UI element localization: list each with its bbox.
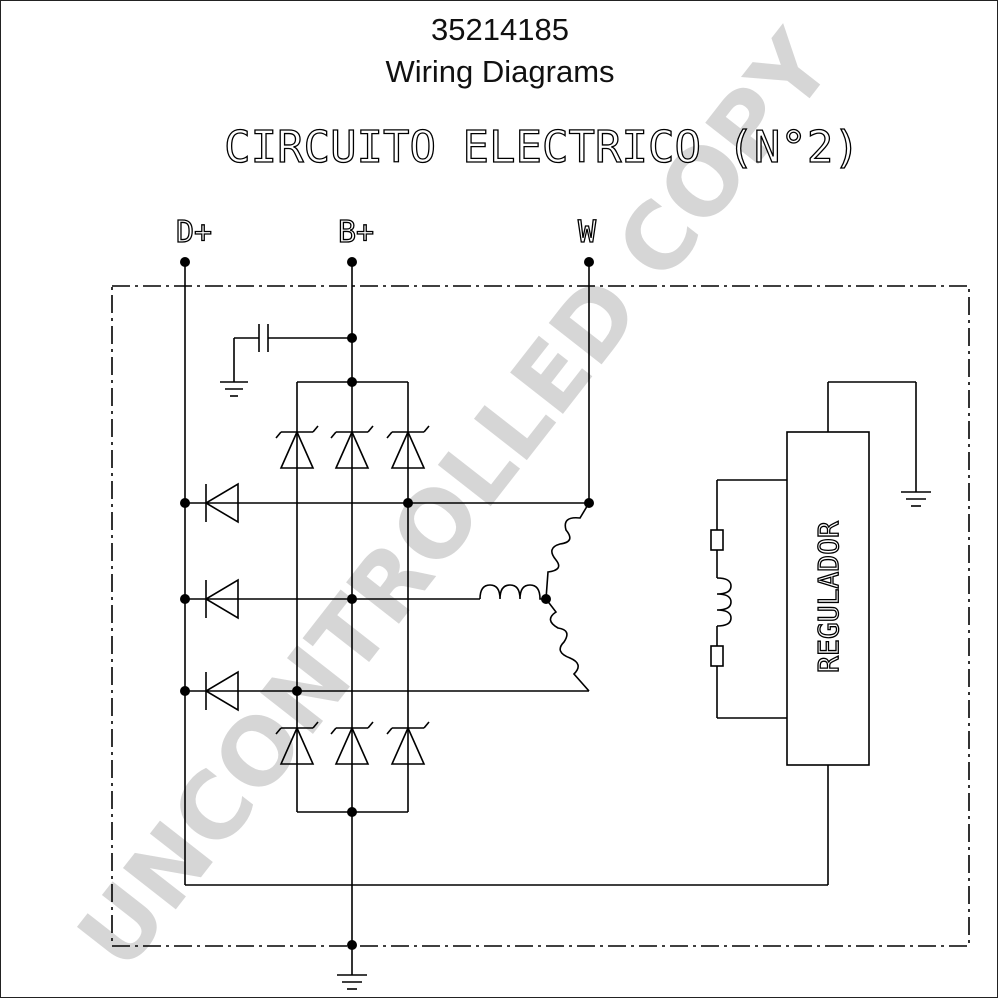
brush-icon: [710, 529, 724, 551]
stator-winding-icon: [545, 598, 590, 692]
part-number: 35214185: [431, 12, 569, 47]
exciter-diode-icon: [204, 482, 239, 524]
exciter-diode-icon: [204, 578, 239, 620]
stator-winding-icon: [479, 584, 546, 600]
exciter-diode-icon: [204, 670, 239, 712]
zener-diode-icon: [386, 721, 430, 765]
alternator-enclosure: [111, 285, 970, 947]
document-title: Wiring Diagrams: [385, 54, 615, 89]
zener-diode-icon: [330, 425, 374, 469]
capacitor-ground-icon: [220, 381, 248, 397]
circuit-lines: [111, 262, 970, 990]
circuit-title: CIRCUITO ELECTRICO (N°2): [224, 122, 860, 173]
zener-diode-icon: [275, 425, 319, 469]
terminal-label-d-plus: D+: [176, 215, 212, 250]
stator-winding-icon: [545, 502, 590, 600]
terminal-d-plus: [180, 257, 190, 267]
terminal-label-w: W: [578, 215, 597, 250]
zener-diode-icon: [386, 425, 430, 469]
terminal-b-plus: [347, 257, 357, 267]
regulator-ground-icon: [901, 491, 931, 507]
terminal-w: [584, 257, 594, 267]
terminal-label-b-plus: B+: [338, 215, 374, 250]
brush-icon: [710, 645, 724, 667]
field-coil-icon: [716, 577, 732, 627]
zener-diode-icon: [275, 721, 319, 765]
zener-diode-icon: [330, 721, 374, 765]
junction-dots: [180, 257, 594, 950]
main-ground-icon: [337, 974, 367, 990]
regulator-label: REGULADOR: [812, 521, 845, 673]
